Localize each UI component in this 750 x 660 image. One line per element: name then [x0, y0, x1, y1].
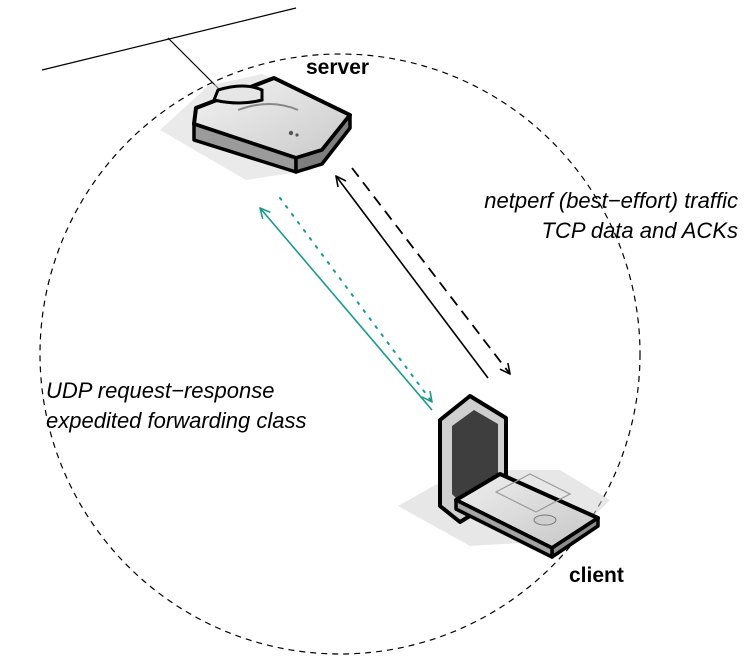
tcp-traffic-line1: netperf (best−effort) traffic [484, 188, 738, 213]
tcp-traffic-line2: TCP data and ACKs [541, 218, 738, 243]
laptop-icon [398, 394, 610, 559]
udp-request-arrow [279, 197, 432, 402]
tcp-traffic-label: netperf (best−effort) traffic TCP data a… [484, 186, 738, 246]
tcp-ack-arrow [336, 176, 489, 379]
udp-traffic-line2: expedited forwarding class [46, 408, 307, 433]
udp-traffic-label: UDP request−response expedited forwardin… [46, 376, 306, 436]
udp-traffic-line1: UDP request−response [46, 378, 275, 403]
server-label: server [306, 56, 370, 79]
uplink-cable [167, 37, 223, 93]
udp-response-arrow [260, 208, 433, 411]
radio-range-circle [39, 53, 641, 655]
access-point-icon [160, 74, 352, 180]
tcp-data-arrow [351, 167, 510, 374]
client-label: client [569, 564, 624, 587]
